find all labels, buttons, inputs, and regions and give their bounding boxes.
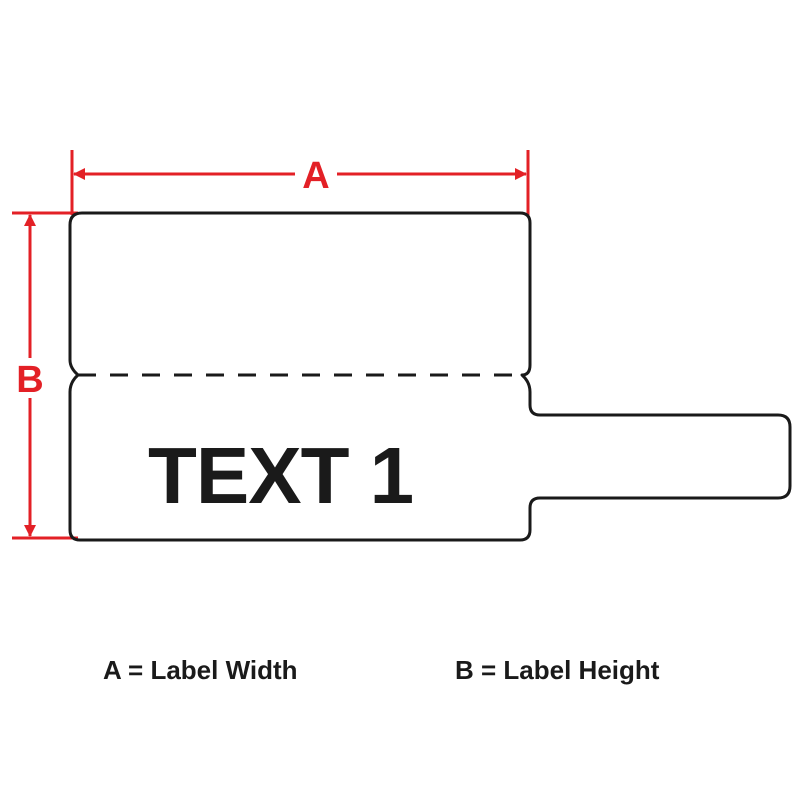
sample-label-text: TEXT 1: [148, 431, 413, 520]
height-dimension: B: [12, 211, 78, 540]
label-outline: [68, 211, 792, 542]
legend-label-width: A = Label Width: [103, 655, 298, 685]
height-letter: B: [16, 359, 43, 401]
width-letter: A: [302, 155, 329, 197]
legend-label-height: B = Label Height: [455, 655, 660, 685]
width-dimension: A: [70, 150, 530, 215]
